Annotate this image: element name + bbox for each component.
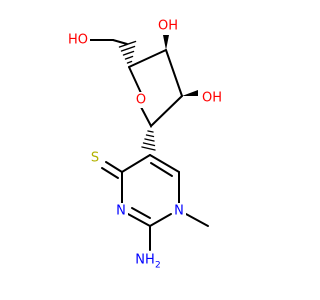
bond-ch2-c bbox=[112, 39, 128, 45]
bond-c4-s-double bbox=[101, 167, 119, 179]
atom-label-hydroxymethyl-oh: HO bbox=[68, 33, 88, 48]
atom-label-n1: N bbox=[174, 204, 184, 219]
atom-label-hydroxy-2: OH bbox=[202, 91, 222, 106]
bond-n3-c2 bbox=[127, 213, 151, 227]
bond-c2-n1 bbox=[149, 213, 172, 227]
bond-n1-ch3 bbox=[185, 213, 209, 227]
pyrimidine-ring bbox=[121, 154, 180, 227]
bond-c6-c5-double bbox=[150, 162, 173, 177]
bond-c3-c2 bbox=[165, 49, 183, 97]
atom-label-ring-oxygen: O bbox=[136, 93, 146, 108]
ribose-ring bbox=[128, 49, 183, 127]
bond-c1-ringO bbox=[140, 106, 152, 127]
hashed-bond-c4-ch2 bbox=[118, 40, 137, 68]
atom-label-n3: N bbox=[116, 204, 126, 219]
bond-c4-s bbox=[105, 161, 123, 173]
bond-c4-c3 bbox=[128, 49, 167, 68]
bond-n3-c2-double bbox=[131, 207, 151, 219]
atom-label-amino-nh: NH bbox=[135, 253, 155, 268]
wedge-c2-oh bbox=[182, 90, 198, 96]
wedge-c3-oh bbox=[163, 35, 169, 50]
atom-label-hydroxy-3: OH bbox=[158, 19, 178, 34]
bond-c2-c1 bbox=[150, 95, 183, 127]
hashed-bond-c1-c5 bbox=[141, 126, 156, 151]
bond-c6-c5 bbox=[149, 154, 180, 173]
bond-ringO-c4 bbox=[128, 66, 142, 94]
bond-c5-c4 bbox=[121, 154, 151, 173]
atom-label-amino-h-count: 2 bbox=[155, 261, 161, 271]
molecule-structure-diagram: HO O OH OH S N N NH 2 bbox=[66, 19, 222, 271]
atom-labels: HO O OH OH S N N NH 2 bbox=[66, 19, 222, 271]
atom-label-thione-s: S bbox=[91, 151, 99, 166]
